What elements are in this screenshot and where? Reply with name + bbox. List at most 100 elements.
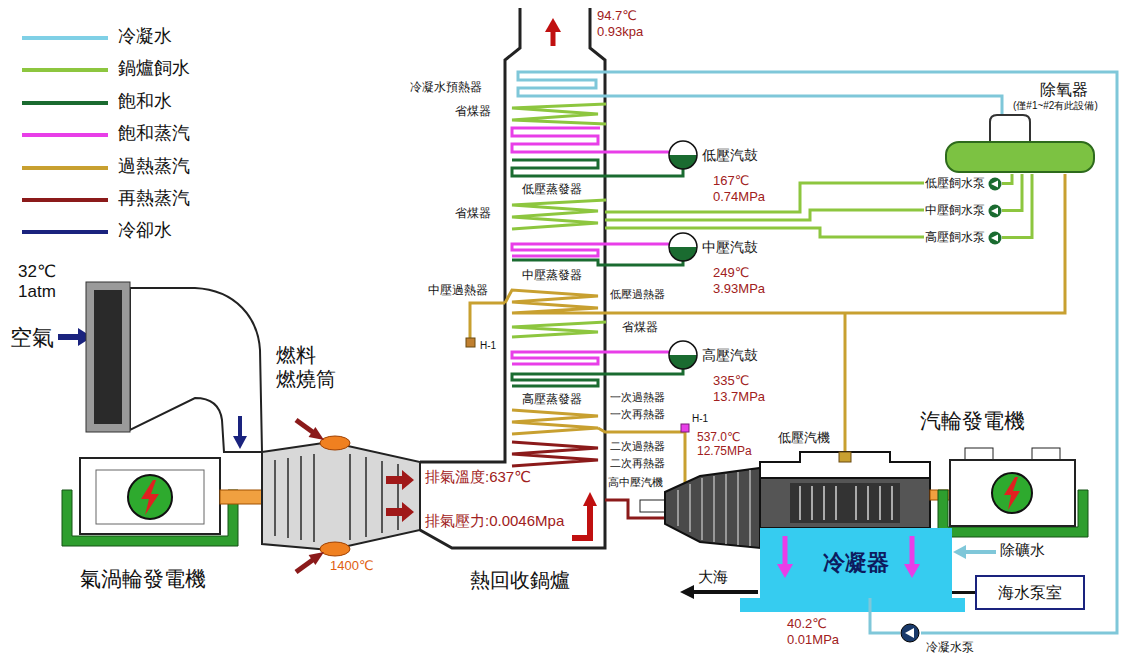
equipment-name: 氣渦輪發電機 xyxy=(80,566,206,591)
part-label: 燃料 燃燒筒 xyxy=(276,343,340,391)
node-label: 249℃ 3.93MPa xyxy=(713,265,777,296)
legend-item: 飽和水 xyxy=(22,91,222,115)
condenser-condition: 40.2℃ 0.01MPa xyxy=(787,616,851,647)
gas-turbine-generator xyxy=(94,290,122,424)
gas-turbine-generator xyxy=(262,442,420,550)
heat-recovery-boiler xyxy=(420,8,520,462)
superheated-steam-pipe xyxy=(512,410,598,434)
pump-symbol xyxy=(988,204,1002,218)
feed-pump: 低壓飼水泵 xyxy=(925,176,1002,191)
node-label: 高壓汽鼓 xyxy=(702,347,758,364)
cooling-water-outlet xyxy=(680,585,694,599)
pump-symbol xyxy=(988,177,1002,191)
legend-item: 冷卻水 xyxy=(22,220,222,244)
superheated-steam-pipe xyxy=(598,428,685,484)
gas-turbine-generator xyxy=(320,542,350,556)
gas-turbine-generator xyxy=(128,475,172,519)
node-label: 低壓飼水泵 xyxy=(925,176,985,190)
part-label: 省煤器 xyxy=(622,320,658,334)
cooling-water-outlet xyxy=(953,545,966,559)
steam-flow-arrow xyxy=(777,564,793,578)
temperature-note: 1400℃ xyxy=(330,558,374,574)
heat-recovery-boiler xyxy=(551,30,556,46)
pipe-connector xyxy=(1002,174,1012,184)
legend-line-sample xyxy=(22,230,108,234)
legend-item: 過熱蒸汽 xyxy=(22,156,222,180)
node-label: 除氧器 xyxy=(1040,80,1088,99)
steam-turbine xyxy=(800,486,892,520)
node-label: 冷凝器 xyxy=(823,550,889,576)
feed-pump: 中壓飼水泵 xyxy=(925,203,1002,218)
gas-turbine-generator xyxy=(309,427,324,440)
heat-recovery-boiler xyxy=(583,492,597,506)
flow-label: 大海 xyxy=(698,568,728,586)
gas-turbine-generator xyxy=(386,470,414,490)
node-label: (僅#1~#2有此設備) xyxy=(1013,100,1098,112)
gas-turbine-generator xyxy=(296,559,314,572)
exhaust-condition: 排氣溫度:637℃ xyxy=(425,468,531,486)
steam-drum: 中壓汽鼓 249℃ 3.93MPa xyxy=(668,232,777,297)
saturated-steam-pipe xyxy=(512,128,669,152)
steam-flow-arrow xyxy=(783,536,788,566)
valve-tag: H-1 xyxy=(692,413,708,425)
node-label: 中壓汽鼓 xyxy=(702,239,758,256)
gas-turbine-generator xyxy=(275,454,398,542)
legend-line-sample xyxy=(22,198,108,202)
gas-turbine-generator xyxy=(96,470,204,524)
feedwater-pipe xyxy=(512,104,924,337)
feedwater-pipe xyxy=(512,104,606,124)
steam-drum: 高壓汽鼓335℃ 13.7MPa xyxy=(668,340,777,405)
legend-text: 冷卻水 xyxy=(118,220,172,242)
steam-flow-arrow xyxy=(904,564,920,578)
feedwater-pipe xyxy=(512,200,606,229)
legend-line-sample xyxy=(22,166,108,170)
superheated-steam-pipe xyxy=(505,174,1065,313)
steam-turbine xyxy=(665,468,760,548)
cooling-water-outlet xyxy=(740,598,965,612)
legend-line-sample xyxy=(22,36,108,40)
steam-turbine-generator xyxy=(992,473,1032,513)
steam-turbine-generator xyxy=(1004,477,1020,510)
feed-pump: 高壓飼水泵 xyxy=(925,230,1002,245)
part-label: 省煤器 xyxy=(455,104,491,118)
part-label: 低壓蒸發器 xyxy=(522,182,582,196)
outlet-condition: 94.7℃ 0.93kpa xyxy=(597,8,659,39)
legend-text: 過熱蒸汽 xyxy=(118,156,190,178)
superheated-steam-pipe xyxy=(844,313,847,452)
exhaust-condition: 排氣壓力:0.0046Mpa xyxy=(425,512,564,530)
saturated-water-pipe xyxy=(512,369,683,386)
pipe-connector xyxy=(952,591,975,594)
node-label: 中壓飼水泵 xyxy=(925,203,985,217)
part-label: 二次再熱器 xyxy=(610,457,665,470)
reheat-steam-pipe xyxy=(512,442,598,466)
drum-symbol xyxy=(668,232,698,262)
legend-text: 飽和水 xyxy=(118,91,172,113)
flow-label: 空氣 xyxy=(10,325,54,351)
legend-line-sample xyxy=(22,68,108,72)
legend-line-sample xyxy=(22,58,108,82)
legend-line-sample xyxy=(22,133,108,137)
legend-line-sample xyxy=(22,101,108,105)
legend-line-sample xyxy=(22,91,108,115)
steam-turbine-generator xyxy=(950,460,1075,526)
valve-tag: H-1 xyxy=(480,340,496,352)
condenser: 冷凝器 xyxy=(760,528,952,598)
gas-turbine-generator xyxy=(86,282,130,432)
saturated-steam-pipe xyxy=(512,128,669,364)
legend-item: 飽和蒸汽 xyxy=(22,123,222,147)
part-label: 低壓汽機 xyxy=(778,430,830,446)
reheat-steam-pipe xyxy=(512,442,666,518)
gas-turbine-generator xyxy=(58,334,80,340)
gas-turbine-generator xyxy=(220,490,264,504)
legend-line-sample xyxy=(22,220,108,244)
steam-turbine xyxy=(678,470,750,546)
part-label: 高壓蒸發器 xyxy=(522,392,582,406)
superheated-steam-pipe xyxy=(470,303,505,338)
part-label: 低壓過熱器 xyxy=(610,288,665,301)
legend-line-sample xyxy=(22,123,108,147)
pipe-connector xyxy=(870,598,900,633)
part-label: 一次再熱器 xyxy=(610,408,665,421)
saturated-water-pipe xyxy=(512,160,683,386)
steam-flow-arrow xyxy=(910,536,915,566)
deaerator-tank: 除氧器(僅#1~#2有此設備) xyxy=(945,78,1098,174)
